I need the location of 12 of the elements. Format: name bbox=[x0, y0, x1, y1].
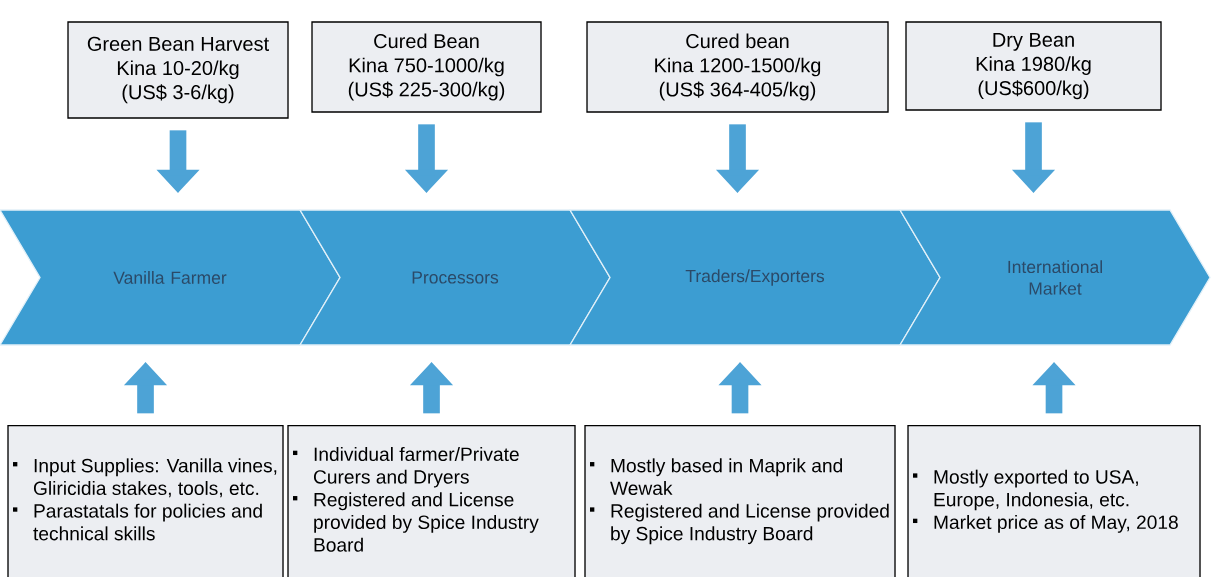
note-box: Input Supplies: Vanilla vines, Gliricidia stakes, tools, etc. Parastatals for policies and technical skills bbox=[7, 425, 284, 577]
price-box: Dry Bean Kina 1980/kg (US$600/kg) bbox=[905, 21, 1162, 111]
node-label: International Market bbox=[1008, 260, 1102, 295]
note-box: Mostly based in Maprik and Wewak Registered and License provided by Spice Industry Board bbox=[584, 425, 896, 577]
chevron-stage: Processors bbox=[298, 209, 611, 346]
price-box: Cured bean Kina 1200-1500/kg (US$ 364-405/kg) bbox=[586, 21, 889, 113]
note-box: Mostly exported to USA, Europe, Indonesia, etc. Market price as of May, 2018 bbox=[907, 425, 1201, 577]
note-box: Individual farmer/Private Curers and Dryers Registered and License provided by Spice Industry Board bbox=[287, 425, 576, 577]
price-box: Cured Bean Kina 750-1000/kg (US$ 225-300/kg) bbox=[311, 21, 542, 113]
chevron-stage: International Market bbox=[898, 209, 1211, 346]
chevron-stage: Vanilla Farmer bbox=[0, 209, 341, 346]
price-box: Green Bean Harvest Kina 10-20/kg (US$ 3-6/kg) bbox=[67, 21, 289, 119]
